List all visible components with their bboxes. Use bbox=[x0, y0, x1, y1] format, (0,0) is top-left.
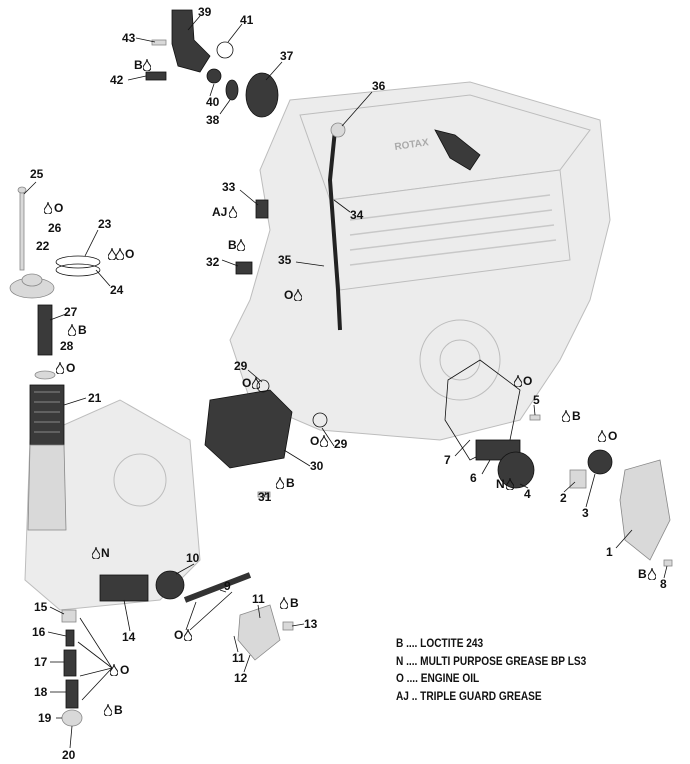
callout-33: 33 bbox=[222, 180, 236, 194]
callout-15: 15 bbox=[34, 600, 48, 614]
callout-12: 12 bbox=[234, 671, 248, 685]
callout-8: 8 bbox=[660, 577, 667, 591]
callout-10: 10 bbox=[186, 551, 200, 565]
callout-24: 24 bbox=[110, 283, 124, 297]
callout-29: 29 bbox=[334, 437, 348, 451]
code-b: B bbox=[228, 238, 237, 252]
legend-item-n: N .... MULTI PURPOSE GREASE BP LS3 bbox=[396, 655, 587, 668]
code-o: O bbox=[523, 374, 532, 388]
code-b: B bbox=[290, 596, 299, 610]
callout-26: 26 bbox=[48, 221, 62, 235]
engine-block: ROTAX bbox=[24, 81, 611, 611]
code-b: B bbox=[572, 409, 581, 423]
callout-6: 6 bbox=[470, 471, 477, 485]
callout-41: 41 bbox=[240, 13, 254, 27]
code-o: O bbox=[310, 434, 319, 448]
legend-item-o: O .... ENGINE OIL bbox=[396, 673, 480, 685]
callout-43: 43 bbox=[122, 31, 136, 45]
callout-1: 1 bbox=[606, 545, 613, 559]
code-o: O bbox=[242, 376, 251, 390]
callout-20: 20 bbox=[62, 748, 76, 762]
callout-16: 16 bbox=[32, 625, 46, 639]
code-o: O bbox=[174, 628, 183, 642]
callout-labels: 43 39 41 42 40 37 38 36 33 34 32 35 25 2… bbox=[30, 5, 667, 762]
code-n: N bbox=[101, 546, 110, 560]
code-b: B bbox=[638, 567, 647, 581]
callout-21: 21 bbox=[88, 391, 102, 405]
callout-5: 5 bbox=[533, 393, 540, 407]
callout-23: 23 bbox=[98, 217, 112, 231]
code-o: O bbox=[120, 663, 129, 677]
callout-34: 34 bbox=[350, 208, 364, 222]
callout-11: 11 bbox=[232, 651, 245, 665]
callout-37: 37 bbox=[280, 49, 294, 63]
callout-13: 13 bbox=[304, 617, 318, 631]
callout-42: 42 bbox=[110, 73, 124, 87]
engine-brand-logo: ROTAX bbox=[394, 137, 430, 153]
callout-19: 19 bbox=[38, 711, 52, 725]
code-o: O bbox=[54, 201, 63, 215]
code-b: B bbox=[286, 476, 295, 490]
legend: B .... LOCTITE 243 N .... MULTI PURPOSE … bbox=[396, 636, 586, 706]
leader-lines bbox=[23, 15, 668, 749]
legend-item-aj: AJ .. TRIPLE GUARD GREASE bbox=[396, 690, 542, 703]
callout-28: 28 bbox=[60, 339, 74, 353]
callout-27: 27 bbox=[64, 305, 78, 319]
code-o: O bbox=[608, 429, 617, 443]
callout-39: 39 bbox=[198, 5, 212, 19]
callout-17: 17 bbox=[34, 655, 48, 669]
callout-29: 29 bbox=[234, 359, 248, 373]
callout-18: 18 bbox=[34, 685, 48, 699]
code-b: B bbox=[78, 323, 87, 337]
callout-25: 25 bbox=[30, 167, 44, 181]
code-b: B bbox=[134, 58, 143, 72]
legend-item-b: B .... LOCTITE 243 bbox=[396, 638, 484, 650]
callout-11: 11 bbox=[252, 592, 265, 606]
callout-9: 9 bbox=[224, 579, 231, 593]
code-n: N bbox=[496, 477, 505, 491]
callout-22: 22 bbox=[36, 239, 50, 253]
callout-14: 14 bbox=[122, 630, 136, 644]
callout-32: 32 bbox=[206, 255, 220, 269]
callout-36: 36 bbox=[372, 79, 386, 93]
callout-40: 40 bbox=[206, 95, 220, 109]
code-aj: AJ bbox=[212, 205, 227, 219]
code-o: O bbox=[284, 288, 293, 302]
callout-31: 31 bbox=[258, 490, 272, 504]
callout-30: 30 bbox=[310, 459, 324, 473]
product-codes: B AJ B O O O B O O O B O B O N B N O O B… bbox=[44, 58, 656, 717]
callout-35: 35 bbox=[278, 253, 292, 267]
callout-2: 2 bbox=[560, 491, 567, 505]
code-o: O bbox=[66, 361, 75, 375]
code-b: B bbox=[114, 703, 123, 717]
callout-38: 38 bbox=[206, 113, 220, 127]
code-o: O bbox=[125, 247, 134, 261]
parts bbox=[9, 9, 673, 727]
callout-4: 4 bbox=[524, 487, 531, 501]
callout-7: 7 bbox=[444, 453, 451, 467]
callout-3: 3 bbox=[582, 506, 589, 520]
